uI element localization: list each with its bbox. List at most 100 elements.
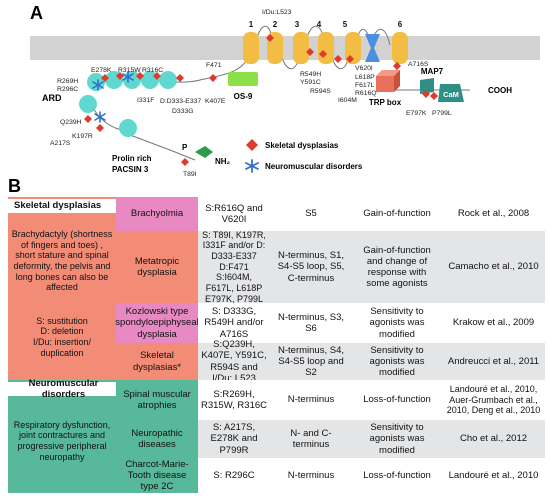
- mut-l618p: L618P: [355, 74, 375, 81]
- reference-cell: Landouré et al., 2010: [442, 458, 545, 493]
- disease-charcot-marie-tooth: Charcot-Marie-Tooth disease type 2C: [116, 458, 198, 493]
- mut-d333: D:D333-E337: [160, 98, 201, 105]
- mutation-marker: [116, 72, 124, 80]
- trp-box-label: TRP box: [369, 98, 402, 107]
- helix-number-1: 1: [249, 20, 254, 29]
- effect-cell: Loss-of-function: [352, 380, 442, 420]
- mutation-cell: S: R296C: [198, 458, 270, 493]
- legend-neuromuscular-marker: [245, 159, 259, 173]
- mut-idu-l523: I/Du:L523: [262, 9, 292, 16]
- mutation-cell: S: T89I, K197R, I331F and/or D: D333-E33…: [198, 230, 270, 304]
- neuromuscular-marker: [122, 71, 134, 83]
- region-cell: N-terminus: [270, 380, 352, 420]
- region-cell: S5: [270, 197, 352, 231]
- mutation-marker: [319, 50, 327, 58]
- region-cell: N-terminus, S4, S4-S5 loop and S2: [270, 343, 352, 380]
- reference-cell: Andreucci et al., 2011: [442, 343, 545, 380]
- cam-domain: [438, 84, 464, 102]
- mut-v620i: V620I: [355, 65, 373, 72]
- mut-r269h: R269H: [57, 78, 78, 85]
- neuromuscular-marker: [94, 111, 106, 123]
- mutation-key: S: sustitution D: deletion I/Du: inserti…: [8, 309, 116, 365]
- mut-i331f: I331F: [137, 97, 154, 104]
- neuromuscular-description: Respiratory dysfunction, joint contractu…: [8, 417, 116, 465]
- nh2-label: NH₂: [215, 157, 231, 166]
- mutation-marker: [266, 34, 274, 42]
- mutation-cell: S:R616Q and V620I: [198, 197, 270, 231]
- neuromuscular-title: Neuromuscular disorders: [8, 378, 116, 400]
- disease-skeletal-dysplasias: Skeletal dysplasias*: [116, 343, 198, 380]
- helix-number-5: 5: [343, 20, 348, 29]
- mutation-marker: [334, 55, 342, 63]
- reference-cell: Landouré et al., 2010, Auer-Grumbach et …: [442, 380, 545, 420]
- map7-domain: [420, 78, 434, 94]
- mut-e278k: E278K: [91, 67, 112, 74]
- pacsin-label: PACSIN 3: [112, 165, 149, 174]
- mutation-marker: [306, 48, 314, 56]
- mut-f617l: F617L: [355, 82, 374, 89]
- cooh-label: COOH: [488, 86, 512, 95]
- region-cell: N- and C-terminus: [270, 420, 352, 458]
- helix-4: [318, 32, 334, 64]
- helix-number-4: 4: [317, 20, 322, 29]
- p-label: P: [182, 143, 188, 152]
- disease-kozlowski-dysplasia: Kozlowski type spondyloepiphyseal dyspla…: [115, 303, 199, 343]
- disease-brachyolmia: Brachyolmia: [116, 197, 198, 231]
- cam-label: CaM: [443, 90, 459, 99]
- mutation-marker: [176, 74, 184, 82]
- mut-a716s: A716S: [408, 61, 429, 68]
- mutation-marker: [101, 74, 109, 82]
- mut-r315w: R315W: [118, 67, 141, 74]
- disease-spinal-muscular-atrophies: Spinal muscular atrophies: [116, 380, 198, 420]
- pore-shape: [365, 34, 380, 62]
- mutation-marker: [153, 72, 161, 80]
- map7-label: MAP7: [421, 67, 444, 76]
- mutation-marker: [209, 74, 217, 82]
- panel-a-letter: A: [30, 3, 43, 23]
- disease-neuropathic-diseases: Neuropathic diseases: [116, 420, 198, 458]
- mut-q239h: Q239H: [60, 119, 82, 126]
- ankyrin-repeat-7: [119, 119, 137, 137]
- reference-cell: Cho et al., 2012: [442, 420, 545, 458]
- mutation-marker: [181, 158, 189, 166]
- mutation-marker: [430, 92, 438, 100]
- skeletal-title: Skeletal dysplasias: [8, 199, 116, 213]
- mut-k407e: K407E: [205, 98, 226, 105]
- mut-e797k: E797K: [406, 110, 427, 117]
- os9-label: OS-9: [234, 92, 253, 101]
- effect-cell: Sensitivity to agonists was modified: [352, 420, 442, 458]
- mut-r316c: R316C: [142, 67, 163, 74]
- ankyrin-repeat-5: [159, 71, 177, 89]
- effect-cell: Sensitivity to agonists was modified: [352, 303, 442, 343]
- reference-cell: Krakow et al., 2009: [442, 303, 545, 343]
- mut-d333g: D333G: [172, 108, 194, 115]
- mutation-cell: S:Q239H, K407E, Y591C, R594S and I/Du: L…: [198, 339, 270, 384]
- mut-r594s: R594S: [310, 88, 331, 95]
- mut-i604m: I604M: [338, 97, 357, 104]
- legend-neuromuscular-label: Neuromuscular disorders: [265, 162, 363, 171]
- mut-t89i: T89I: [183, 171, 197, 178]
- region-cell: N-terminus: [270, 458, 352, 493]
- mutation-marker: [84, 115, 92, 123]
- reference-cell: Camacho et al., 2010: [442, 231, 545, 303]
- prolin-rich-label: Prolin rich: [112, 154, 152, 163]
- ard-label: ARD: [42, 93, 62, 103]
- mut-p799l: P799L: [432, 110, 452, 117]
- legend-skeletal-label: Skeletal dysplasias: [265, 141, 339, 150]
- disease-metatropic-dysplasia: Metatropic dysplasia: [116, 231, 198, 303]
- mutation-cell: S:R269H, R315W, R316C: [198, 380, 270, 420]
- channel-topology-diagram: 1 2 3 4 5 6 OS-9 TRP box MAP7 CaM COOH A…: [30, 9, 540, 178]
- skeletal-description: Brachydactyly (shortness of fingers and …: [8, 227, 116, 295]
- effect-cell: Loss-of-function: [352, 458, 442, 493]
- helix-number-6: 6: [398, 20, 403, 29]
- mutation-cell: S: A217S, E278K and P799R: [198, 420, 270, 458]
- effect-cell: Gain-of-function: [352, 197, 442, 231]
- mut-k197r: K197R: [72, 133, 93, 140]
- legend-skeletal-marker: [246, 139, 258, 151]
- effect-cell: Sensitivity to agonists was modified: [352, 343, 442, 380]
- effect-cell: Gain-of-function and change of response …: [352, 231, 442, 303]
- ankyrin-repeat-6: [79, 95, 97, 113]
- mut-y591c: Y591C: [300, 79, 321, 86]
- membrane-band: [30, 36, 540, 60]
- trp-box-domain: [376, 76, 394, 92]
